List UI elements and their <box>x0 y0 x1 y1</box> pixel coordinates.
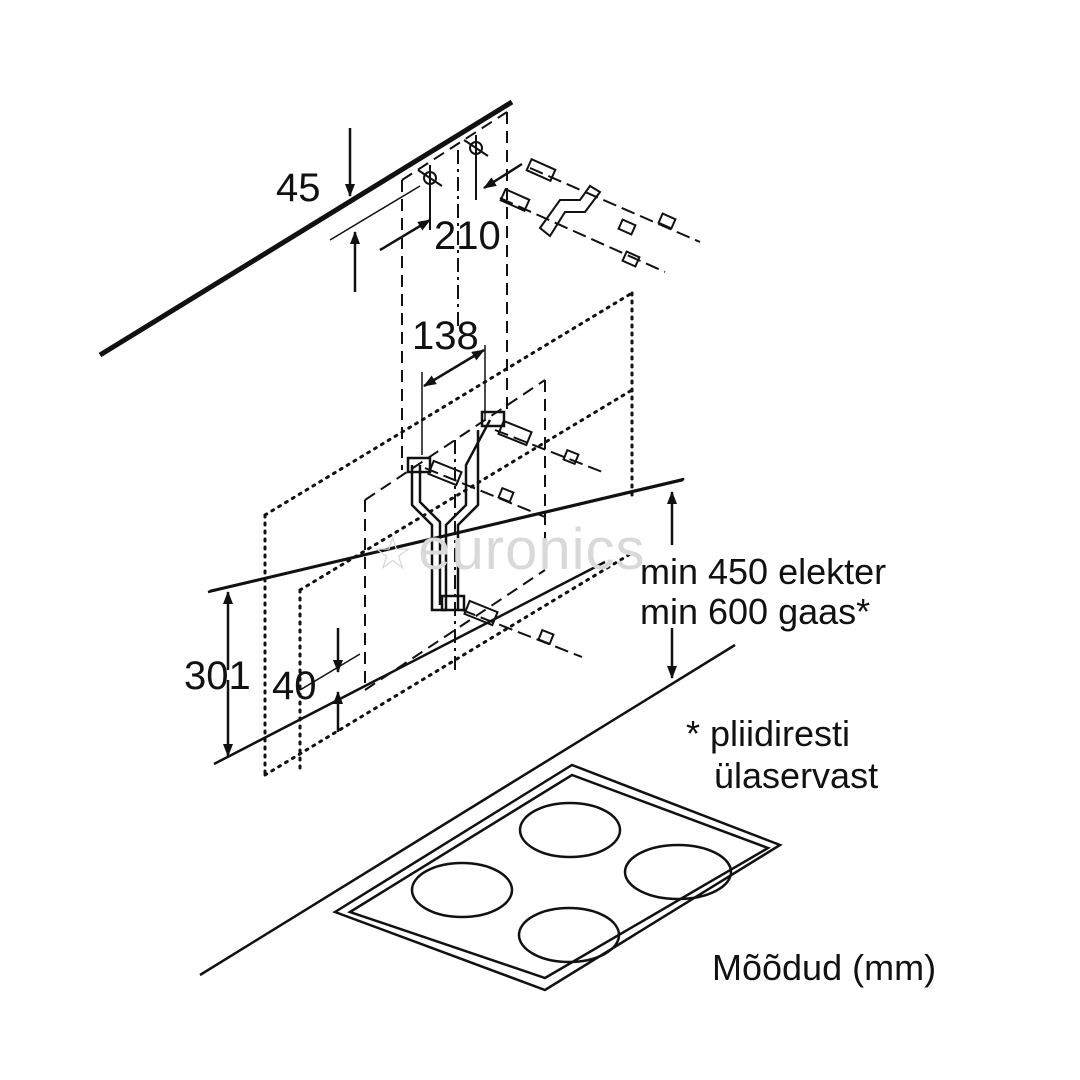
dim-45-label: 45 <box>276 166 321 210</box>
star-icon: ☆ <box>372 527 415 579</box>
hood-line-real-top <box>209 477 685 593</box>
dim-210-label: 210 <box>434 214 501 258</box>
upper-screws <box>499 157 701 273</box>
dim-138-arrows <box>421 345 486 455</box>
ceiling-line <box>98 99 514 358</box>
upper-holes <box>417 135 489 230</box>
countertop <box>199 643 736 977</box>
cooktop-burners <box>410 801 733 964</box>
lower-screws <box>424 419 606 658</box>
dim-45-arrows <box>329 128 421 292</box>
dim-301-label: 301 <box>184 654 251 698</box>
dim-min-arrows <box>667 478 685 679</box>
min-gas-note: min 600 gaas* <box>640 591 871 632</box>
backplate-dashed <box>364 379 546 691</box>
dim-138-label: 138 <box>412 314 479 358</box>
units-caption: Mõõdud (mm) <box>712 947 937 988</box>
dim-301-arrows <box>213 560 606 766</box>
euronics-watermark: ☆euronics <box>372 516 645 583</box>
footnote-line1: * pliidiresti <box>686 713 851 754</box>
dim-40-label: 40 <box>272 664 317 708</box>
watermark-text: euronics <box>418 517 646 582</box>
cooktop <box>332 763 783 992</box>
upper-zone-outline <box>401 111 508 470</box>
min-electric-note: min 450 elekter <box>640 551 887 592</box>
dim-210-arrows <box>379 162 523 252</box>
footnote-line2: ülaservast <box>714 755 879 796</box>
lower-bracket <box>406 410 506 612</box>
